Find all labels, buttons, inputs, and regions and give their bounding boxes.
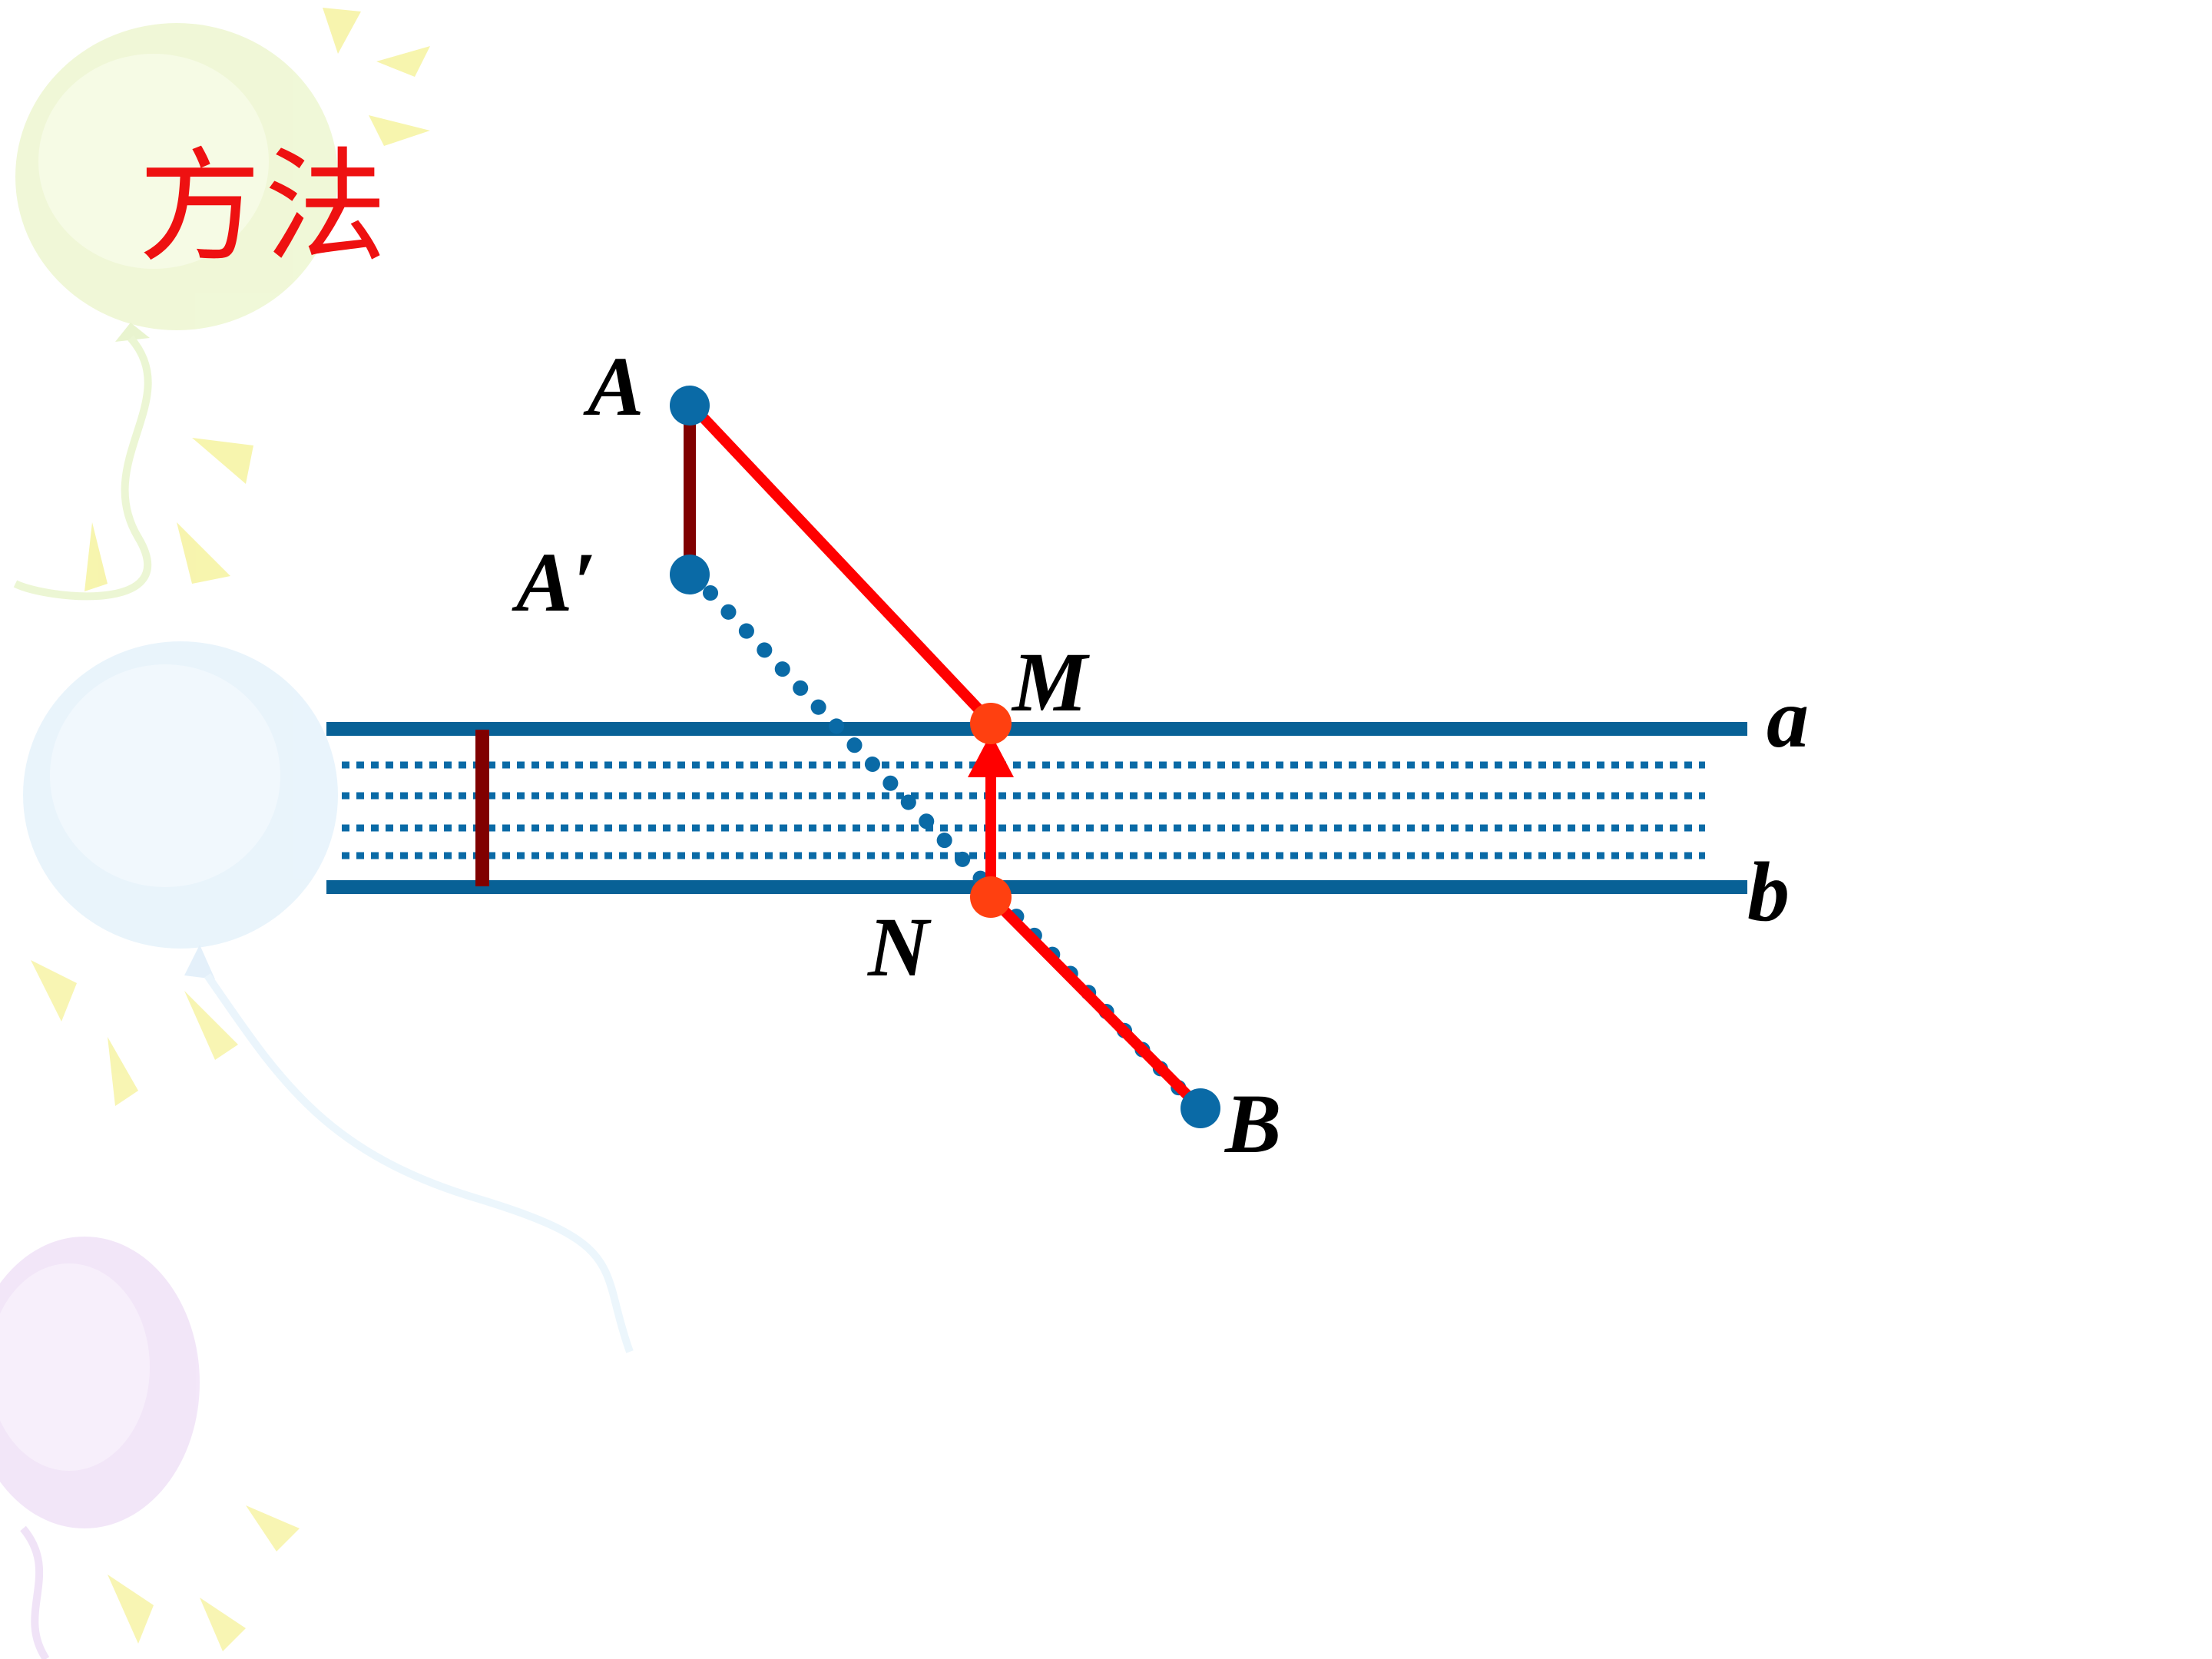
river-water [342,761,1705,859]
label-n: N [866,900,932,994]
point-m [970,703,1012,744]
label-line-a: a [1767,671,1809,765]
sun-rays-decoration [84,8,430,591]
point-b [1181,1088,1220,1128]
label-a-prime: A′ [512,535,596,629]
label-line-b: b [1747,845,1790,939]
balloon-icon-bottom [0,1237,200,1659]
label-m: M [1011,635,1090,729]
point-n [970,876,1012,918]
sun-rays-decoration-middle [31,960,238,1106]
path-segment-am [684,398,995,726]
label-a: A [583,339,644,433]
balloon-icon-middle [23,641,634,1353]
label-b: B [1224,1077,1281,1171]
balloon-icon-top [13,23,338,601]
point-a-prime [670,555,710,594]
path-segment-nb [985,892,1204,1111]
point-a [670,386,710,426]
slide-title: 方法 [138,135,391,279]
sun-rays-decoration-bottom [108,1505,300,1651]
bridge-arrowhead [968,733,1014,777]
